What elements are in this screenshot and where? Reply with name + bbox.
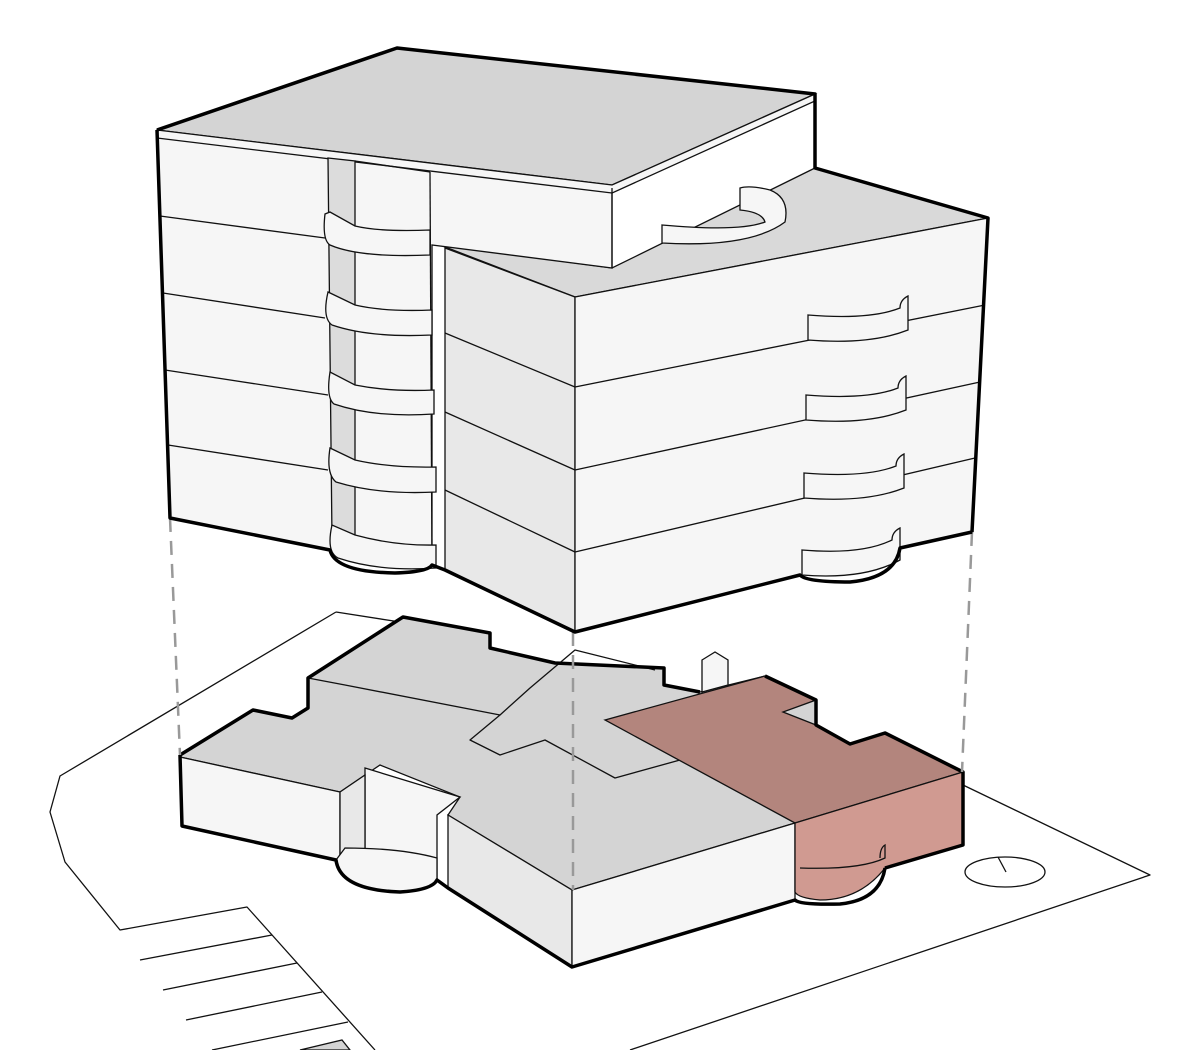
ground-floor-plate bbox=[178, 615, 965, 969]
north-arrow-icon bbox=[964, 856, 1046, 888]
right-balconies bbox=[661, 186, 909, 577]
left-balconies bbox=[323, 211, 437, 570]
projection-lines bbox=[168, 517, 974, 890]
shade-facade bbox=[444, 247, 576, 634]
upper-floors-block bbox=[155, 46, 990, 634]
site-outline bbox=[49, 611, 1151, 1050]
